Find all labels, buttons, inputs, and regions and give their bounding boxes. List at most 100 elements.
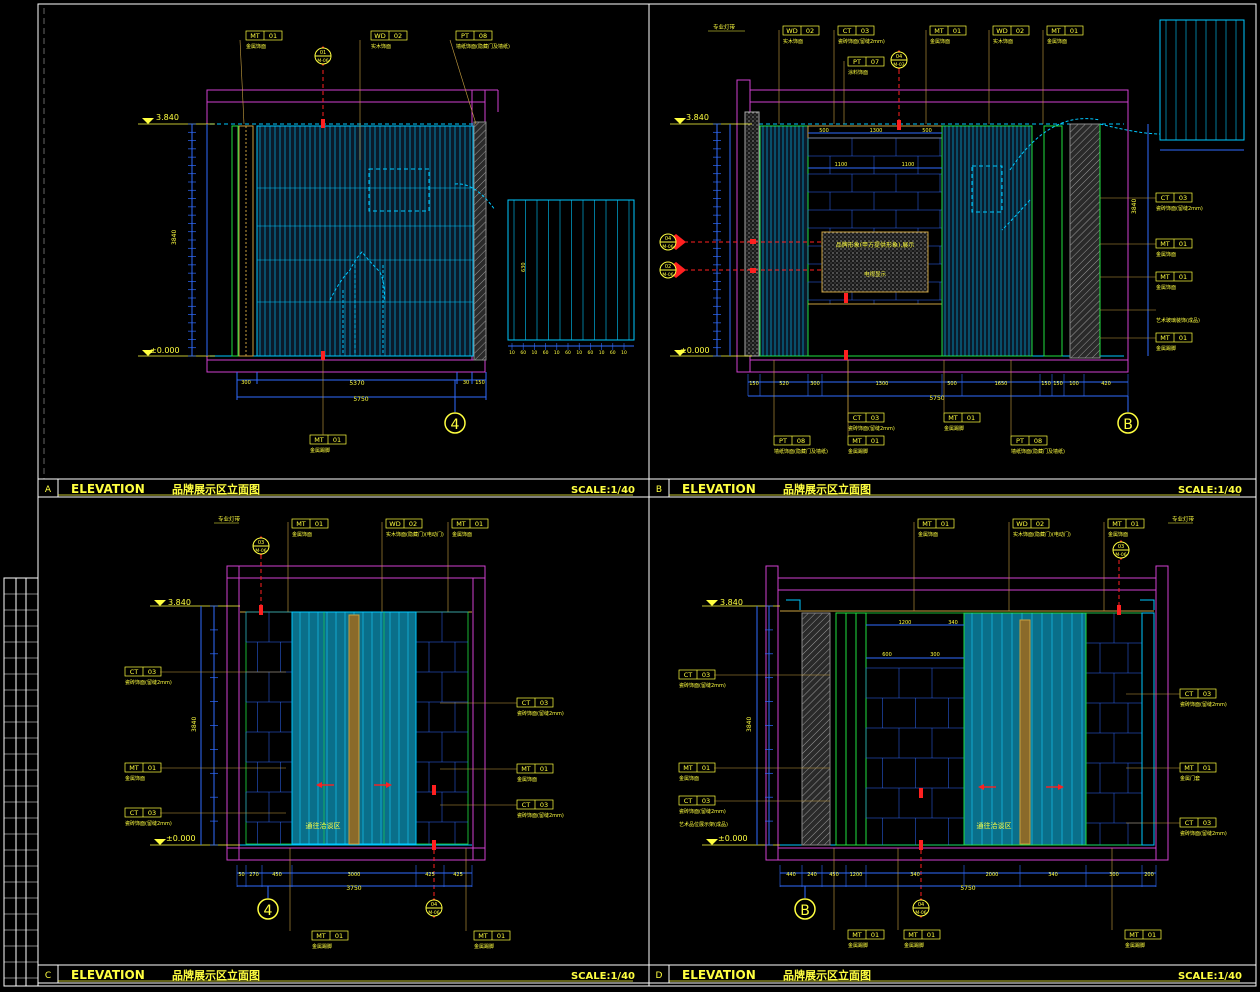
svg-text:01: 01 [871,931,879,939]
svg-text:实木饰面: 实木饰面 [993,38,1013,45]
svg-text:MT: MT [314,436,324,444]
svg-text:瓷砖饰面(留缝2mm): 瓷砖饰面(留缝2mm) [838,38,885,45]
svg-text:实木饰面: 实木饰面 [371,43,391,50]
dimension-label: 450 [272,872,282,878]
level-bottom-a: ±0.000 [138,346,215,357]
panel-subtitle: 品牌展示区立面图 [172,968,260,982]
svg-text:MT: MT [316,932,326,940]
svg-text:±0.000: ±0.000 [150,346,180,355]
svg-text:涂料饰面: 涂料饰面 [848,69,868,76]
svg-text:03: 03 [148,809,156,817]
section-mark-a1: 01 M-06 [314,46,332,66]
svg-text:3840: 3840 [746,717,753,732]
material-tag: 艺术玻璃装饰(成品) [1100,309,1200,324]
svg-text:CT: CT [1185,690,1194,698]
svg-text:瓷砖饰面(留缝2mm): 瓷砖饰面(留缝2mm) [125,679,172,686]
svg-text:5370: 5370 [349,380,364,387]
svg-text:04: 04 [896,54,902,60]
svg-text:01: 01 [540,765,548,773]
svg-text:08: 08 [1034,437,1042,445]
svg-text:3840: 3840 [1131,199,1138,214]
svg-text:M-03: M-03 [893,62,904,68]
svg-text:PT: PT [1016,437,1024,445]
svg-text:5750: 5750 [353,396,368,403]
panel-scale: SCALE:1/40 [571,485,635,496]
svg-text:03: 03 [540,801,548,809]
svg-text:01: 01 [927,931,935,939]
svg-text:金属饰面: 金属饰面 [930,38,950,45]
svg-text:03: 03 [1118,544,1124,550]
svg-text:630: 630 [521,262,527,272]
dimension-label: 420 [1101,381,1111,387]
svg-text:300: 300 [930,652,940,658]
svg-text:专业灯带: 专业灯带 [1172,515,1195,523]
svg-text:瓷砖饰面(留缝2mm): 瓷砖饰面(留缝2mm) [517,710,564,717]
svg-text:通往洽谈区: 通往洽谈区 [977,821,1012,830]
svg-text:MT: MT [683,764,693,772]
svg-text:金属饰面: 金属饰面 [1156,284,1176,291]
svg-text:MT: MT [1129,931,1139,939]
svg-text:±0.000: ±0.000 [166,834,196,843]
svg-text:金属饰面: 金属饰面 [918,531,938,538]
panel-d: 通往洽谈区 03 M-06 04 M-06 3.840 [678,515,1227,949]
svg-text:01: 01 [941,520,949,528]
panel-letter: B [656,485,662,495]
detail-dim-label: 10 [621,350,627,356]
svg-text:01: 01 [320,50,326,56]
svg-text:金属饰面: 金属饰面 [1047,38,1067,45]
svg-text:01: 01 [1148,931,1156,939]
svg-text:CT: CT [684,671,693,679]
svg-text:MT: MT [521,765,531,773]
detail-dim-label: 60 [588,350,594,356]
svg-text:专业灯带: 专业灯带 [713,23,736,31]
svg-text:金属踢脚: 金属踢脚 [848,942,868,949]
svg-text:MT: MT [948,414,958,422]
svg-text:WD: WD [374,32,385,40]
svg-text:03: 03 [861,27,869,35]
svg-text:金属饰面: 金属饰面 [452,531,472,538]
svg-text:3750: 3750 [346,885,361,892]
svg-text:瓷砖饰面(留缝2mm): 瓷砖饰面(留缝2mm) [848,425,895,432]
dimension-label: 425 [453,872,463,878]
svg-text:金属踢脚: 金属踢脚 [1125,942,1145,949]
svg-text:PT: PT [779,437,787,445]
panel-subtitle: 品牌展示区立面图 [783,968,871,982]
dimension-label: 50 [238,872,244,878]
svg-text:5750: 5750 [929,395,944,402]
level-top-a: 3.840 [138,113,215,125]
svg-text:01: 01 [1179,273,1187,281]
svg-text:03: 03 [540,699,548,707]
svg-text:金属踢脚: 金属踢脚 [904,942,924,949]
svg-text:MT: MT [456,520,466,528]
svg-text:品牌形象(甲方提供形象),展示: 品牌形象(甲方提供形象),展示 [836,241,915,249]
svg-text:08: 08 [797,437,805,445]
detail-dim-label: 60 [543,350,549,356]
svg-text:M-06: M-06 [1115,552,1126,558]
detail-dim-label: 60 [610,350,616,356]
svg-text:01: 01 [497,932,505,940]
dimension-label: 3000 [348,872,361,878]
detail-dim-label: 10 [532,350,538,356]
panel-a-slats [259,126,471,356]
svg-text:WD: WD [786,27,797,35]
panel-scale: SCALE:1/40 [1178,485,1242,496]
section-mark-d2: 04 M-06 [912,898,930,918]
